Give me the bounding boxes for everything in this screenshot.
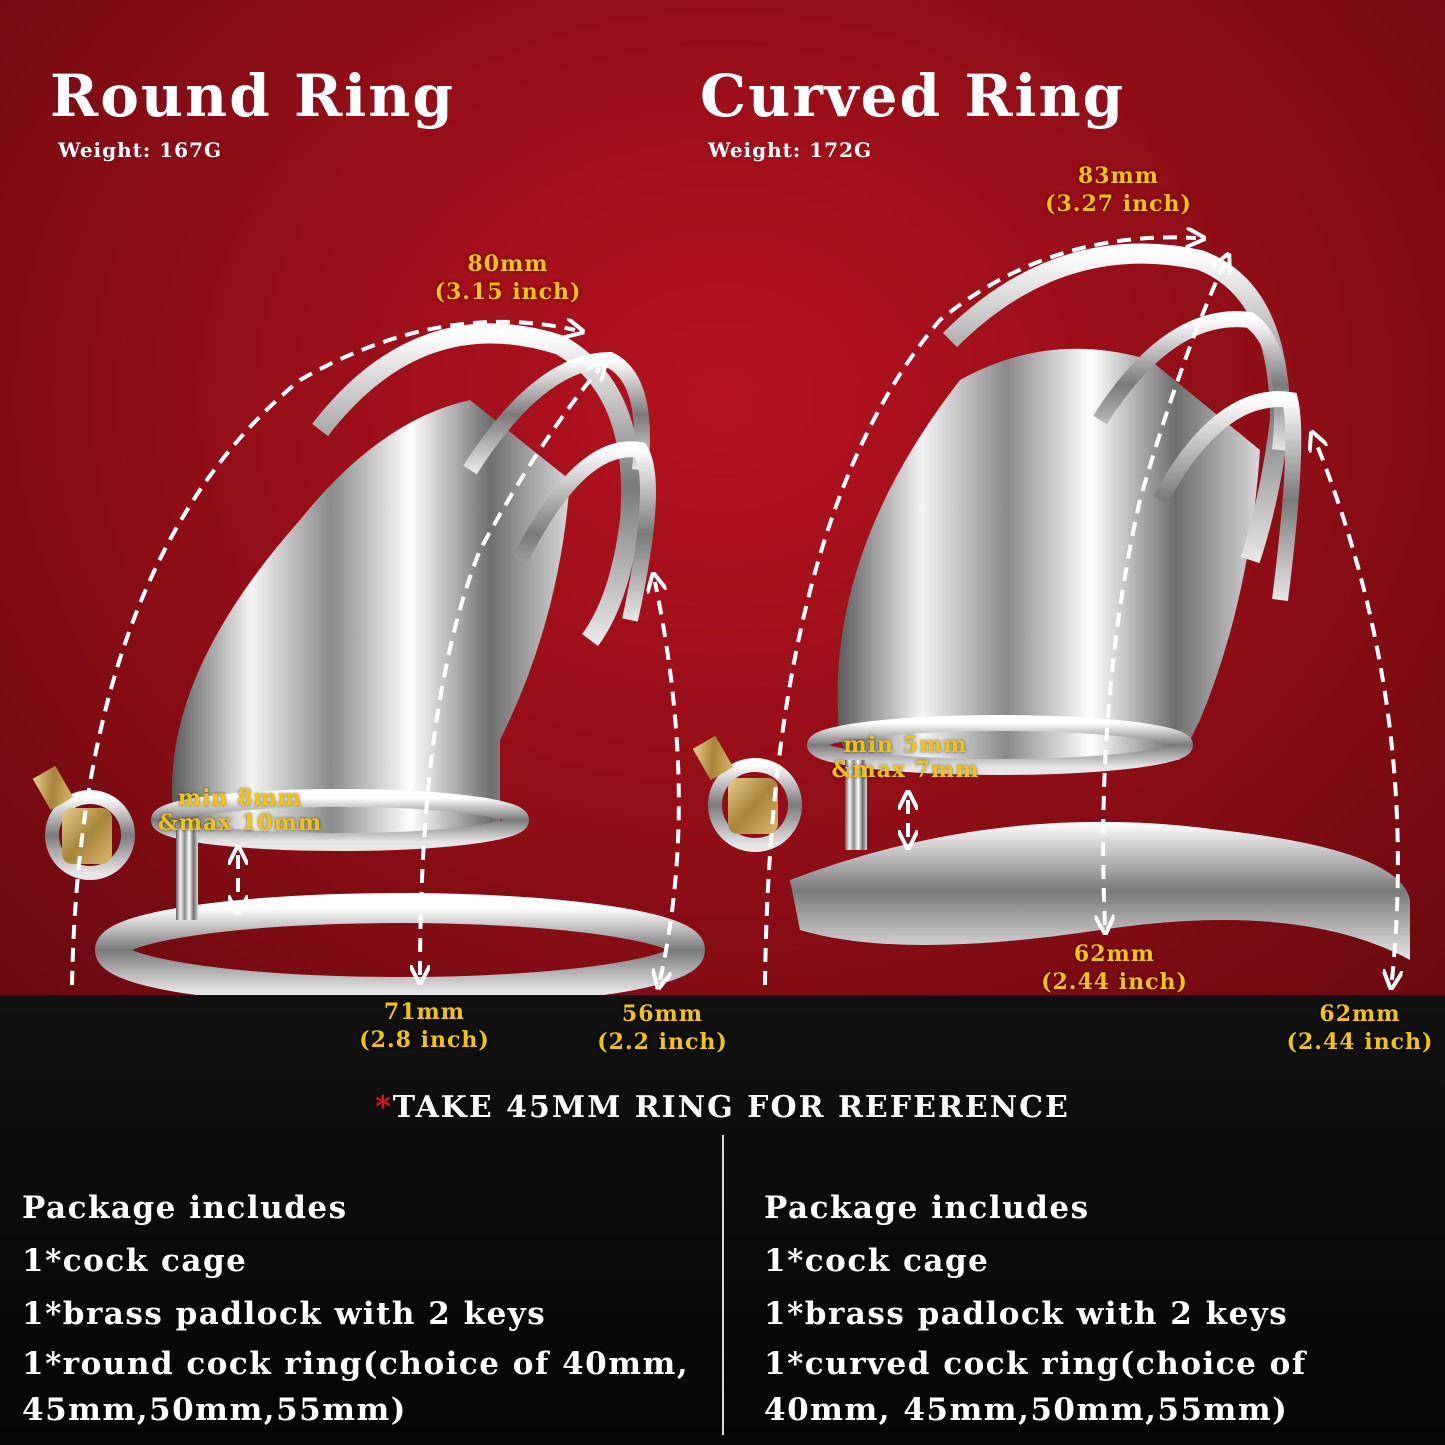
list-item: 1*cock cage bbox=[764, 1243, 990, 1279]
list-item: 1*brass padlock with 2 keys bbox=[764, 1296, 1289, 1332]
list-item: 1*round cock ring(choice of 40mm, 45mm,5… bbox=[22, 1346, 690, 1428]
package-heading: Package includes bbox=[764, 1190, 1090, 1226]
arc-length-line bbox=[70, 322, 575, 986]
list-item: 1*cock cage bbox=[22, 1243, 248, 1279]
list-item: 1*curved cock ring(choice of 40mm, 45mm,… bbox=[764, 1346, 1307, 1428]
arc-length-line bbox=[763, 237, 1196, 986]
round-ring-arc-label: 80mm (3.15 inch) bbox=[434, 251, 582, 305]
round-ring-cage bbox=[32, 323, 705, 995]
curved-ring-front-label: 62mm (2.44 inch) bbox=[1286, 1001, 1434, 1055]
curved-ring-cage bbox=[692, 243, 1410, 960]
curved-ring-package-list: Package includes 1*cock cage 1*brass pad… bbox=[764, 1182, 1434, 1433]
column-divider bbox=[722, 1135, 724, 1435]
round-ring-weight: Weight: 167G bbox=[58, 138, 223, 162]
round-ring-length-label: 71mm (2.8 inch) bbox=[359, 999, 490, 1053]
product-illustration bbox=[32, 0, 1410, 995]
reference-note: *TAKE 45MM RING FOR REFERENCE bbox=[0, 1090, 1445, 1125]
curved-ring-title: Curved Ring bbox=[700, 62, 1126, 130]
curved-ring-dimension-lines bbox=[763, 237, 1398, 986]
package-heading: Package includes bbox=[22, 1190, 348, 1226]
round-ring-dimension-lines bbox=[70, 322, 681, 986]
cage-length-line bbox=[1103, 262, 1225, 925]
round-ring-front-label: 56mm (2.2 inch) bbox=[597, 1001, 728, 1055]
front-length-line bbox=[655, 582, 681, 980]
curved-ring-gap-label: min 5mm &max 7mm bbox=[831, 732, 980, 783]
curved-ring-length-label: 62mm (2.44 inch) bbox=[1041, 941, 1188, 995]
list-item: 1*brass padlock with 2 keys bbox=[22, 1296, 547, 1332]
front-length-line bbox=[1315, 440, 1398, 980]
curved-ring-weight: Weight: 172G bbox=[708, 138, 873, 162]
asterisk-mark: * bbox=[375, 1090, 393, 1125]
reference-text: TAKE 45MM RING FOR REFERENCE bbox=[392, 1090, 1070, 1125]
round-ring-package-list: Package includes 1*cock cage 1*brass pad… bbox=[22, 1182, 712, 1433]
round-ring-gap-label: min 8mm &max 10mm bbox=[157, 785, 323, 836]
round-ring-title: Round Ring bbox=[50, 62, 455, 130]
curved-ring-arc-label: 83mm (3.27 inch) bbox=[1045, 163, 1192, 217]
cage-length-line bbox=[420, 368, 600, 975]
